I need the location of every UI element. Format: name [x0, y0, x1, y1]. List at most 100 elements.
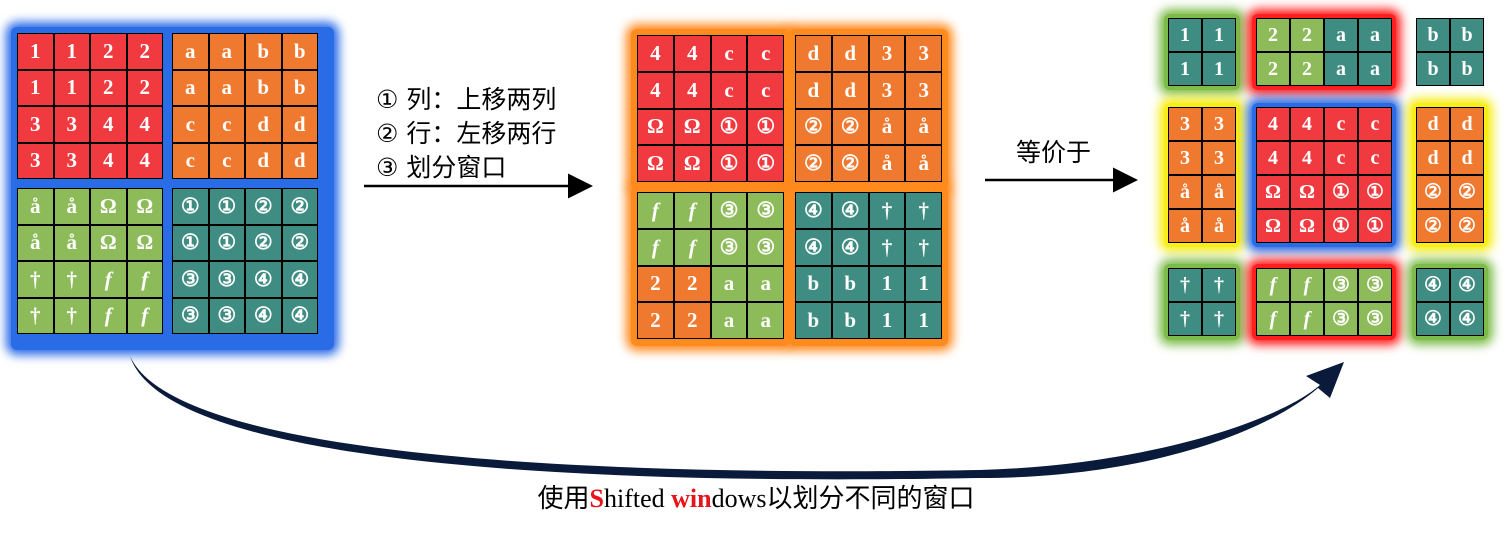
cell: å: [905, 145, 943, 183]
cell: ①: [208, 188, 245, 225]
cell: ①: [1324, 209, 1358, 243]
cell: 3: [53, 106, 90, 143]
cell: Ω: [126, 224, 163, 261]
cell: f: [637, 192, 674, 229]
cell: å: [17, 188, 54, 225]
cell: †: [905, 192, 943, 229]
cell: ①: [710, 145, 748, 183]
right-window-7: ††††: [1168, 268, 1236, 336]
cell: ③: [710, 228, 748, 266]
cell: å: [1202, 175, 1236, 209]
cell: ②: [831, 145, 869, 183]
cell: d: [1416, 141, 1450, 175]
cell: ④: [1450, 268, 1484, 302]
cell: d: [281, 106, 318, 143]
cell: 4: [90, 142, 127, 179]
cell: 1: [868, 302, 906, 340]
cell: ③: [172, 261, 209, 298]
cell: c: [747, 71, 785, 109]
cell: 4: [126, 142, 163, 179]
cell: ①: [747, 108, 785, 146]
cell: 2: [90, 69, 127, 106]
cell: f: [1290, 302, 1324, 336]
cell: ②: [245, 188, 282, 225]
cell: Ω: [1290, 209, 1324, 243]
cell: ③: [208, 261, 245, 298]
cell: d: [1450, 107, 1484, 141]
cell: 1: [1202, 18, 1236, 52]
cell: d: [245, 142, 282, 179]
cell: 2: [673, 302, 711, 340]
cell: a: [710, 265, 748, 303]
cell: ③: [710, 192, 748, 229]
cell: 4: [1290, 107, 1324, 141]
equivalent-label: 等价于: [1016, 138, 1092, 167]
cell: ①: [1324, 175, 1358, 209]
cell: ②: [281, 224, 318, 261]
cell: Ω: [1256, 175, 1290, 209]
cell: ②: [795, 145, 832, 183]
cell: d: [1450, 141, 1484, 175]
cell: Ω: [637, 108, 674, 146]
cell: 1: [1168, 18, 1202, 52]
cell: c: [747, 35, 785, 72]
cell: 3: [17, 106, 54, 143]
cell: 4: [637, 35, 674, 72]
cell: a: [710, 302, 748, 340]
cell: 4: [126, 106, 163, 143]
cell: ④: [1450, 302, 1484, 336]
cell: 2: [1290, 52, 1324, 86]
cell: Ω: [673, 145, 711, 183]
cell: å: [1202, 209, 1236, 243]
cell: ④: [1416, 302, 1450, 336]
cell: 4: [1290, 141, 1324, 175]
cell: ②: [795, 108, 832, 146]
cell: 2: [1290, 18, 1324, 52]
cell: f: [1290, 268, 1324, 302]
cell: Ω: [90, 224, 127, 261]
cell: b: [1450, 18, 1484, 52]
cell: 1: [17, 33, 54, 70]
cell: ④: [245, 261, 282, 298]
cell: d: [245, 106, 282, 143]
cell: f: [1256, 302, 1290, 336]
cell: ④: [245, 297, 282, 334]
cell: †: [1168, 302, 1202, 336]
cell: 2: [673, 265, 711, 303]
cell: ④: [1416, 268, 1450, 302]
cell: a: [1324, 52, 1358, 86]
cell: b: [795, 265, 832, 303]
cell: b: [1416, 52, 1450, 86]
cell: a: [208, 33, 245, 70]
curved-arrow: [130, 356, 1344, 480]
cell: f: [126, 297, 163, 334]
cell: †: [17, 297, 54, 334]
cell: 3: [1202, 107, 1236, 141]
cell: f: [126, 261, 163, 298]
cell: c: [172, 142, 209, 179]
cell: a: [172, 69, 209, 106]
cell: a: [747, 302, 785, 340]
cell: 2: [126, 33, 163, 70]
cell: 2: [637, 265, 674, 303]
cell: Ω: [637, 145, 674, 183]
cell: f: [637, 228, 674, 266]
cell: a: [172, 33, 209, 70]
cell: 1: [17, 69, 54, 106]
cell: ③: [1324, 268, 1358, 302]
cell: 3: [868, 35, 906, 72]
cell: Ω: [1256, 209, 1290, 243]
cell: ③: [747, 192, 785, 229]
